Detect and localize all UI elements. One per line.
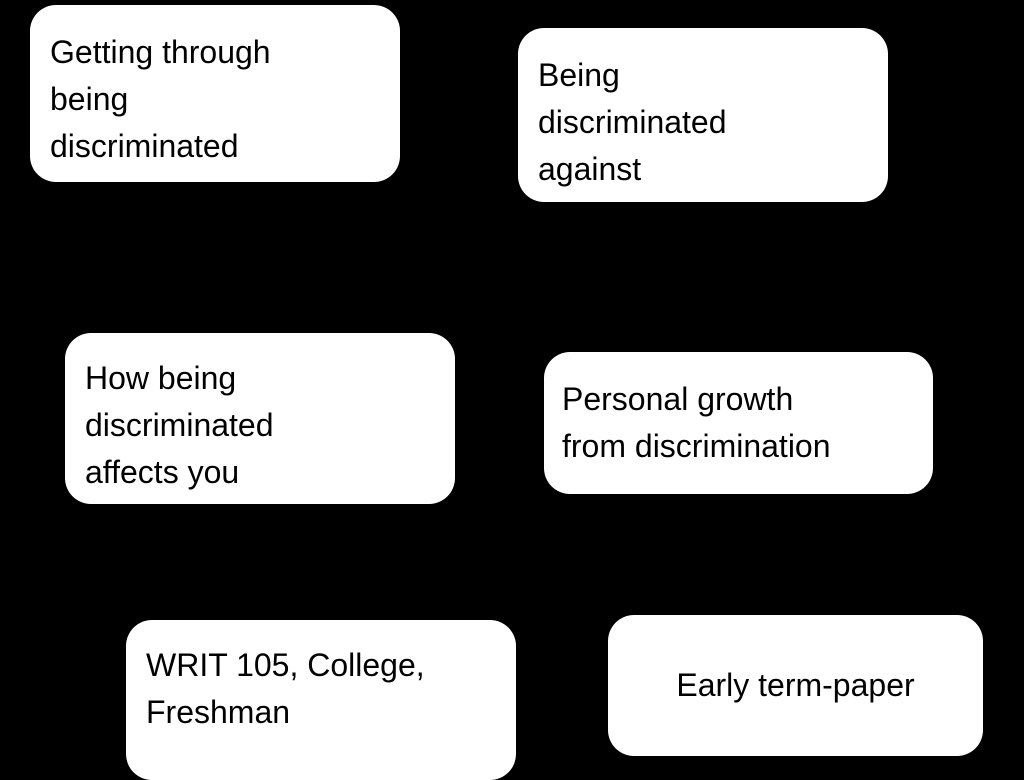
node-label: Personal growth from discrimination (562, 381, 831, 464)
node-label: Being discriminated against (538, 57, 727, 187)
node-getting-through-being-discriminated[interactable]: Getting through being discriminated (30, 5, 400, 182)
node-personal-growth-from-discrimination[interactable]: Personal growth from discrimination (544, 352, 933, 494)
node-label: Getting through being discriminated (50, 34, 271, 164)
node-label: WRIT 105, College, Freshman (146, 647, 425, 730)
node-label: How being discriminated affects you (85, 360, 274, 490)
node-being-discriminated-against[interactable]: Being discriminated against (518, 28, 888, 202)
node-how-being-discriminated-affects-you[interactable]: How being discriminated affects you (65, 333, 455, 504)
node-writ-105-college-freshman[interactable]: WRIT 105, College, Freshman (126, 620, 516, 780)
node-label: Early term-paper (676, 667, 915, 703)
node-early-term-paper[interactable]: Early term-paper (608, 615, 983, 756)
